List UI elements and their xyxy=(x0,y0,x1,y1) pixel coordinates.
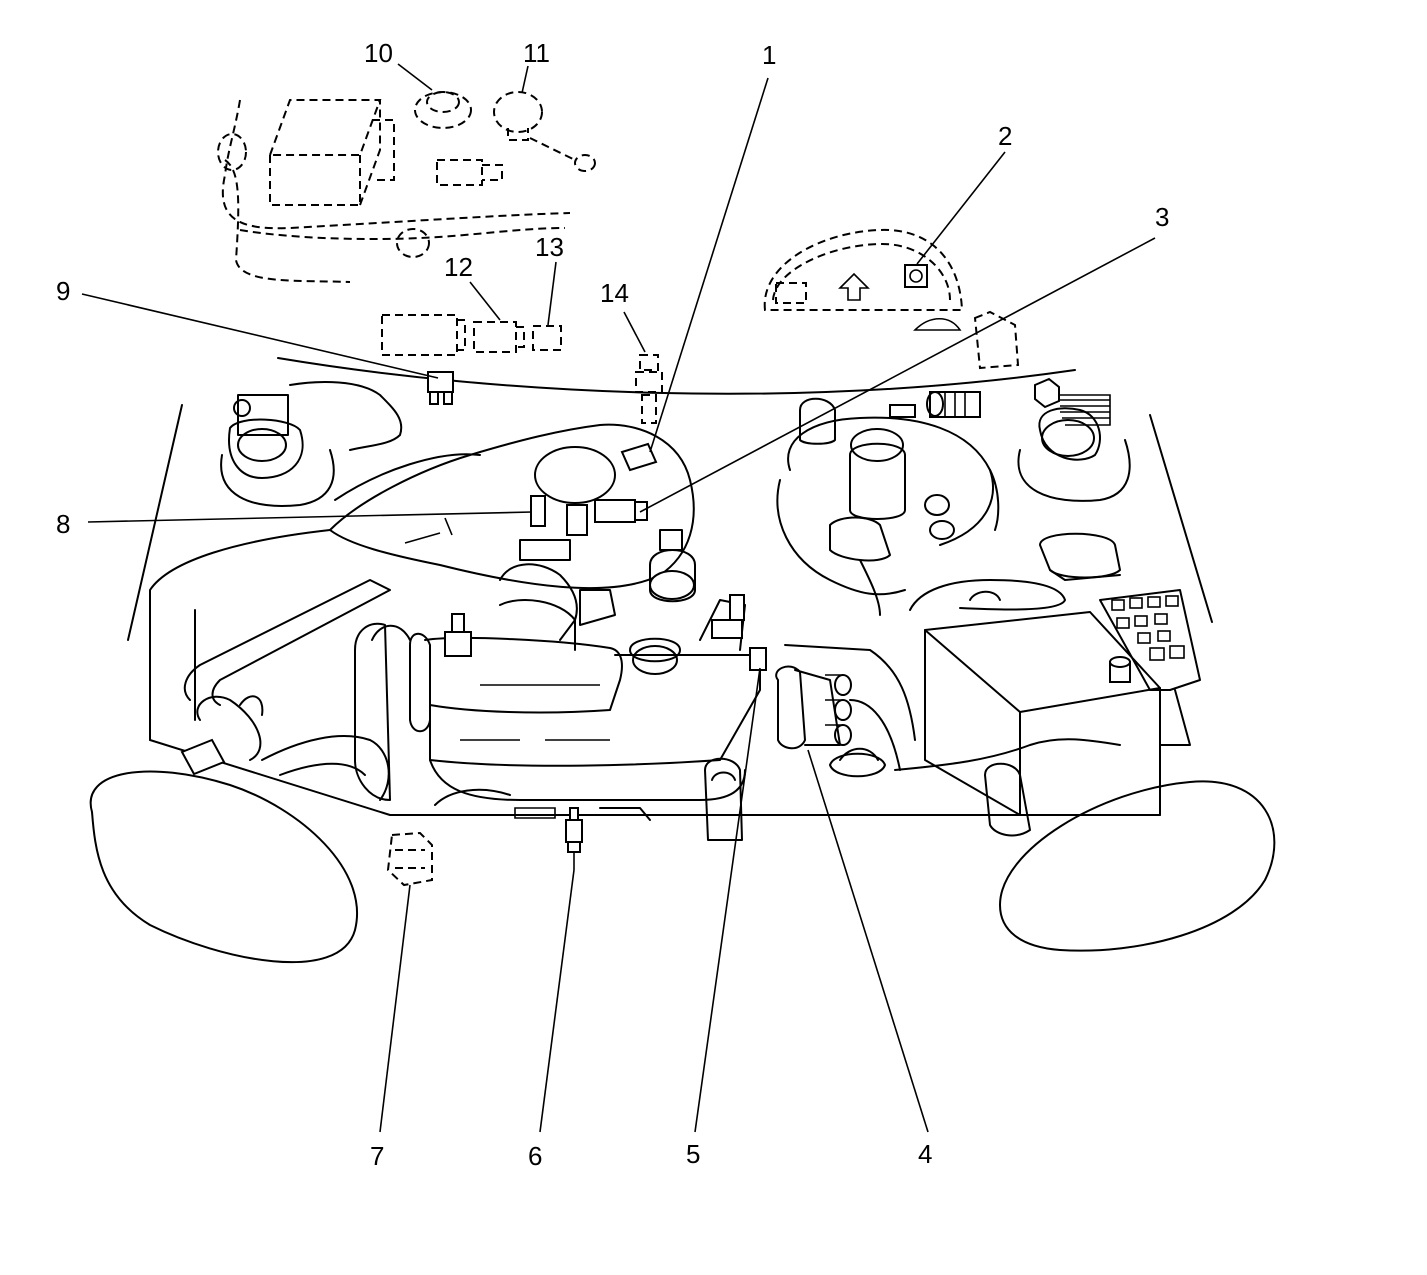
air-cleaner-assembly xyxy=(329,423,696,641)
left-strut-tower xyxy=(220,381,403,507)
sensor-7-dashed xyxy=(386,831,433,887)
callout-13: 13 xyxy=(535,232,564,262)
left-harness-and-hoses xyxy=(180,579,391,801)
left-front-wheel xyxy=(89,770,358,964)
callout-10: 10 xyxy=(364,38,393,68)
callout-9: 9 xyxy=(56,276,70,306)
fuse-relay-box xyxy=(1099,589,1201,691)
cylinder-head-valve-cover xyxy=(354,594,767,821)
callout-8: 8 xyxy=(56,509,70,539)
callout-labels: 1 2 3 4 5 6 7 8 9 10 11 12 13 14 xyxy=(56,38,1169,1171)
right-harness-and-radiator-cap xyxy=(704,644,1121,841)
callout-12: 12 xyxy=(444,252,473,282)
battery xyxy=(909,532,1161,816)
brake-booster-and-master-cylinder xyxy=(776,377,1060,616)
sensor-6 xyxy=(565,807,583,870)
callout-3: 3 xyxy=(1155,202,1169,232)
instrument-cluster-dashed xyxy=(763,228,1020,370)
callout-6: 6 xyxy=(528,1141,542,1171)
callout-2: 2 xyxy=(998,121,1012,151)
callout-14: 14 xyxy=(600,278,629,308)
callout-7: 7 xyxy=(370,1141,384,1171)
right-strut-tower xyxy=(989,394,1131,531)
callout-11: 11 xyxy=(523,38,550,68)
callout-5: 5 xyxy=(686,1139,700,1169)
leader-lines xyxy=(81,63,1156,1133)
cowl-dashed-components xyxy=(217,91,596,356)
callout-1: 1 xyxy=(762,40,776,70)
right-front-wheel xyxy=(999,780,1276,952)
callout-4: 4 xyxy=(918,1139,932,1169)
sensor-14-dashed xyxy=(635,354,663,424)
distributor xyxy=(775,665,852,750)
